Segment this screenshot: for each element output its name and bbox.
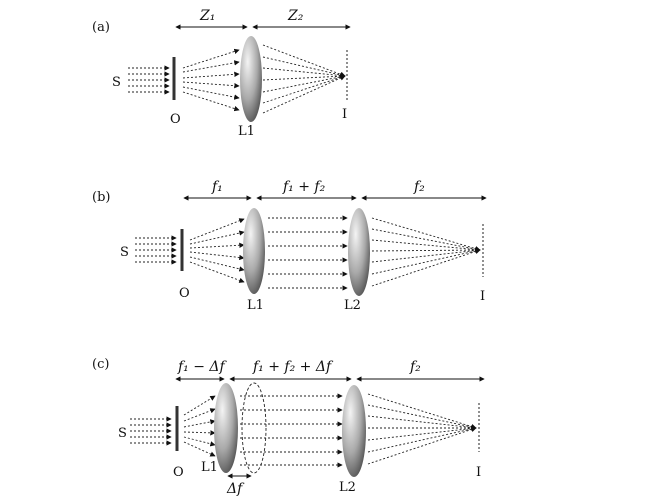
source-rays-c — [130, 416, 172, 446]
parallel-rays-c — [240, 393, 343, 468]
panel-b: (b) f₁ f₁ + f₂ f₂ S O L1 — [92, 179, 487, 313]
image-label-c: I — [476, 465, 481, 480]
lens-l1-a — [240, 36, 262, 122]
source-label-c: S — [118, 426, 127, 441]
converging-rays-c — [367, 393, 477, 465]
converging-rays-b — [371, 217, 481, 287]
image-label-a: I — [342, 107, 347, 122]
z2-label: Z₂ — [287, 8, 304, 24]
diverging-rays-c — [183, 395, 216, 457]
source-label-b: S — [120, 245, 129, 260]
lens-l2-label-c: L2 — [339, 480, 356, 495]
f1-plus-f2-label: f₁ + f₂ — [282, 179, 326, 195]
lens-l2-c — [342, 385, 366, 477]
lens-l2-label-b: L2 — [344, 298, 361, 313]
parallel-rays-b — [268, 215, 348, 291]
f2-label-c: f₂ — [409, 359, 421, 375]
lens-l2-b — [348, 208, 370, 296]
diverging-rays-a — [182, 48, 240, 112]
f1-label: f₁ — [211, 179, 223, 195]
shift-label: Δf — [226, 481, 245, 497]
f2-label: f₂ — [413, 179, 425, 195]
lens-l1-label-c: L1 — [201, 460, 218, 475]
lens-l1-c — [214, 383, 238, 473]
image-label-b: I — [480, 289, 485, 304]
object-label-a: O — [170, 112, 181, 127]
object-label-b: O — [179, 286, 190, 301]
object-label-c: O — [173, 465, 184, 480]
f1-plus-f2-plus-df-label: f₁ + f₂ + Δf — [252, 359, 334, 375]
source-rays-a — [128, 65, 170, 95]
source-label-a: S — [112, 75, 121, 90]
z1-label: Z₁ — [199, 8, 215, 24]
panel-c-tag: (c) — [92, 357, 109, 372]
panel-a-tag: (a) — [92, 20, 110, 35]
panel-c: (c) f₁ − Δf f₁ + f₂ + Δf f₂ S O L1 — [92, 357, 485, 497]
f1-minus-df-label: f₁ − Δf — [177, 359, 228, 375]
diverging-rays-b — [189, 218, 245, 283]
panel-b-tag: (b) — [92, 190, 110, 205]
converging-rays-a — [262, 44, 346, 114]
original-lens-position-outline — [241, 382, 267, 474]
source-rays-b — [135, 235, 177, 265]
lens-l1-label-a: L1 — [238, 124, 255, 139]
panel-a: (a) Z₁ Z₂ S O L1 — [92, 8, 351, 139]
lens-l1-b — [243, 208, 265, 294]
lens-l1-label-b: L1 — [247, 298, 264, 313]
